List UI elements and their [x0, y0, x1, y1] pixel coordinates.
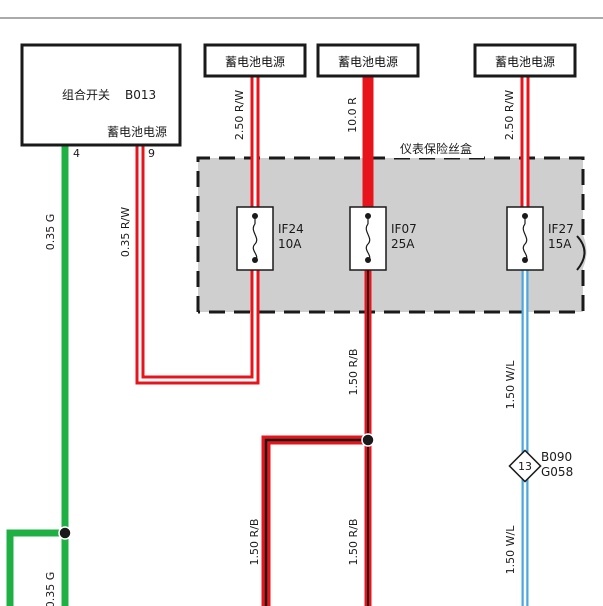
fuse-box-title: 仪表保险丝盒 [400, 141, 472, 156]
switch-code: B013 [125, 88, 156, 102]
switch-pin-4: 4 [73, 147, 80, 160]
fuse-if24-id: IF24 [278, 222, 304, 236]
power-source-1: 蓄电池电源 [203, 43, 307, 78]
wire-green-branch [6, 529, 65, 606]
connector-number: 13 [518, 460, 532, 473]
switch-box [20, 43, 182, 147]
power-source-2-label: 蓄电池电源 [338, 55, 398, 69]
fuse-if27: IF27 15A [506, 206, 574, 271]
label-if07-out: 1.50 R/B [347, 349, 360, 396]
power-source-2: 蓄电池电源 [316, 43, 420, 78]
wire-switch-pin9 [135, 145, 260, 385]
fuse-box-area [198, 158, 587, 312]
label-switch-pin9: 0.35 R/W [119, 207, 132, 257]
switch-sub-label: 蓄电池电源 [107, 125, 167, 139]
fuse-box-break-mark [576, 235, 586, 271]
connector-line1: B090 [541, 450, 572, 464]
fuse-if07-rating: 25A [391, 237, 415, 251]
fuse-if24: IF24 10A [236, 206, 304, 271]
label-rb-branch: 1.50 R/B [248, 519, 261, 566]
combination-switch: 组合开关 B013 蓄电池电源 4 9 [20, 43, 182, 160]
label-if07-down: 1.50 R/B [347, 519, 360, 566]
splice-rb [361, 433, 375, 447]
switch-pin-9: 9 [148, 147, 155, 160]
splice-green [58, 526, 72, 540]
label-src1: 2.50 R/W [233, 90, 246, 140]
fuse-if27-id: IF27 [548, 222, 574, 236]
power-source-3-label: 蓄电池电源 [495, 55, 555, 69]
power-source-3: 蓄电池电源 [473, 43, 577, 78]
switch-name: 组合开关 [62, 87, 110, 102]
fuse-if07: IF07 25A [349, 206, 417, 271]
label-if27-down: 1.50 W/L [504, 525, 517, 575]
label-src3: 2.50 R/W [503, 90, 516, 140]
fuse-box-border [196, 156, 585, 314]
fuse-if07-id: IF07 [391, 222, 417, 236]
fuse-if27-rating: 15A [548, 237, 572, 251]
fuse-box-title-bg [388, 138, 484, 158]
label-src2: 10.0 R [346, 97, 359, 133]
fuse-if24-rating: 10A [278, 237, 302, 251]
connector-line2: G058 [541, 465, 573, 479]
label-if27-out: 1.50 W/L [504, 360, 517, 410]
label-green-branch: 0.35 G [44, 572, 57, 606]
fuse-box: 仪表保险丝盒 [196, 138, 587, 314]
label-green-main: 0.35 G [44, 214, 57, 251]
wire-rb-branch [261, 435, 368, 606]
power-source-1-label: 蓄电池电源 [225, 55, 285, 69]
connector-b090: 13 B090 G058 [508, 449, 573, 483]
